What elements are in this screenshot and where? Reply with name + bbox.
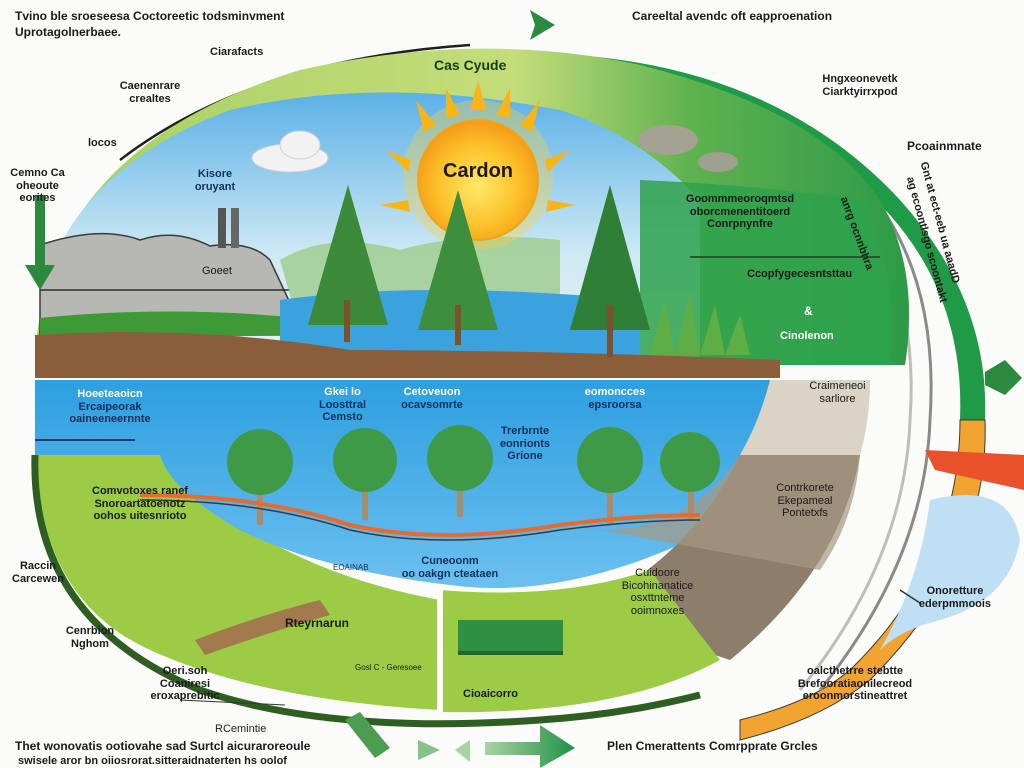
- green-symbol: &: [804, 304, 813, 318]
- cycle-title: Cas Cyude: [434, 57, 507, 73]
- water-mid-label-2: Cetoveuon ocavsomrte: [401, 386, 463, 411]
- bottom-caption-line2: swisele aror bn oiiosrorat.sitteraidnate…: [18, 755, 287, 767]
- gray-ring-1: [818, 179, 933, 691]
- deciduous-tree: [427, 425, 493, 517]
- lower-water: [35, 380, 770, 588]
- soil-band: [35, 332, 780, 378]
- deciduous-tree: [333, 428, 397, 520]
- rock-icon: [638, 125, 698, 155]
- arrow-top-center: [530, 10, 555, 40]
- lower-outer-arc: [31, 454, 701, 728]
- water-right-label: eomoncces epsroorsa: [584, 386, 646, 411]
- bottom-small-label: RCemintie: [215, 723, 267, 735]
- bottom-arrow-label: Plen Cmerattents Comrpprate Grcles: [607, 739, 818, 753]
- mountain-label: Goeet: [202, 265, 232, 277]
- lower-left-green: [35, 455, 440, 710]
- deciduous-tree: [227, 429, 293, 525]
- conifer-tree: [418, 190, 498, 345]
- grass-panel-label: Cioaicorro: [463, 688, 519, 700]
- sun-icon: [380, 80, 575, 250]
- chimney: [231, 208, 239, 248]
- green-block-3: Cinolenon: [780, 330, 834, 342]
- green-right-block: [640, 180, 892, 365]
- top-arc-label: Ciarafacts: [210, 46, 264, 58]
- header-title-line1: Tvino ble sroeseesa Coctoreetic todsminv…: [15, 9, 285, 23]
- root-pipe: [139, 493, 701, 537]
- grass-panel: [440, 570, 720, 713]
- conifer-tree: [570, 185, 650, 357]
- green-block-2: Ccopfygecesntsttau: [747, 268, 853, 280]
- cloud-patch: [880, 495, 1020, 650]
- grass-panel-heading: Rteyrnarun: [285, 616, 350, 630]
- arrow-red: [925, 450, 1024, 490]
- conifer-tree: [308, 185, 388, 342]
- top-right-caption: Careeltal avendc oft eapproenation: [632, 9, 833, 23]
- grass-patch: [458, 620, 563, 653]
- bottom-caption-line1: Thet wonovatis ootiovahe sad Surtcl aicu…: [15, 739, 311, 753]
- arrow-bottom-small: [418, 740, 440, 760]
- arrow-bottom-big: [485, 725, 575, 768]
- arrow-curve-bottom: [345, 712, 390, 758]
- right-top-label: Pcoainmnate: [907, 139, 982, 153]
- sun-label: Cardon: [443, 160, 513, 182]
- arrow-bottom-small-2: [455, 740, 470, 762]
- deciduous-tree: [660, 432, 720, 520]
- grey-mountain: [39, 232, 307, 336]
- header-title-line2: Uprotagolnerbaee.: [15, 25, 122, 39]
- soil-small-label: EOAINAB: [333, 563, 369, 572]
- deciduous-tree: [577, 427, 643, 525]
- grass-panel-sub: Gosl C - Geresoee: [355, 663, 422, 672]
- stone-panel: [740, 380, 870, 455]
- water-mid-label-1: Gkei lo Loosttral Cemsto: [318, 386, 367, 424]
- dirt-strip: [195, 600, 330, 655]
- cloud-icon: [251, 130, 329, 173]
- arrow-down-left: [25, 195, 55, 290]
- icon-label: locos: [88, 137, 117, 149]
- rock-icon: [698, 152, 738, 172]
- grass-tuft: [650, 295, 750, 355]
- arrow-right-green: [985, 360, 1022, 395]
- chimney: [218, 208, 226, 248]
- water-left-label: Hoeeteaoicn Ercaipeorak oaineeneernnte: [69, 388, 151, 426]
